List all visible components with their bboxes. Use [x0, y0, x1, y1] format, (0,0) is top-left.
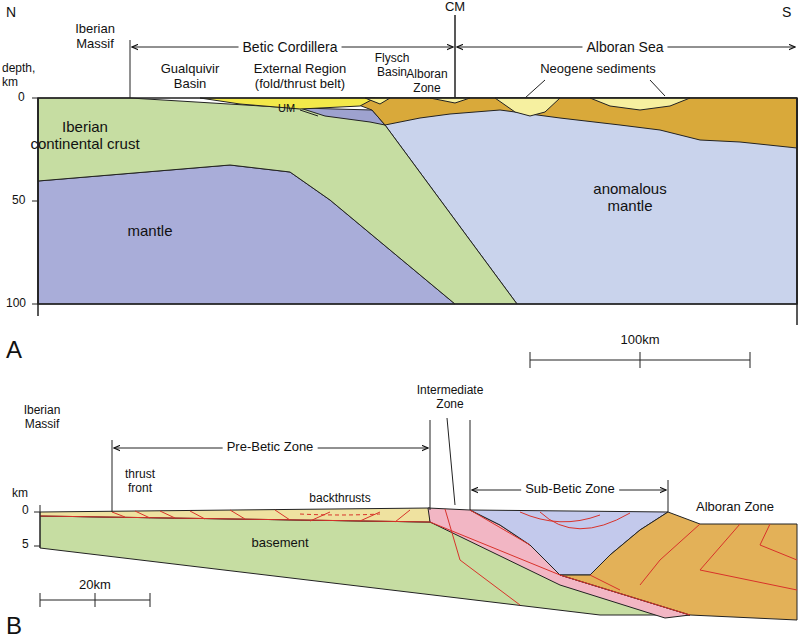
fault-lines — [40, 509, 797, 615]
region-label: CM — [441, 0, 469, 15]
panel-b — [34, 418, 797, 620]
region-label: Iberian Massif — [64, 22, 126, 52]
region-label: Betic Cordillera — [239, 39, 342, 55]
region-label: basement — [251, 536, 308, 551]
region-label: 50 — [12, 194, 25, 208]
region-label: mantle — [127, 222, 172, 239]
pre-betic-cover — [40, 508, 430, 522]
region-label: N — [6, 4, 16, 20]
region-label: 0 — [18, 91, 25, 105]
region-label: Sub-Betic Zone — [521, 482, 619, 497]
region-label: Intermediate Zone — [410, 384, 490, 412]
neogene-sediments — [590, 98, 690, 110]
flysch-basin — [365, 98, 390, 104]
region-label: 100 — [6, 297, 26, 311]
region-label: 5 — [22, 538, 29, 552]
region-label: thrust front — [115, 468, 165, 496]
region-label: anomalous mantle — [570, 180, 690, 215]
alboran-zone-crust — [340, 98, 797, 148]
region-label: Alboran Zone — [696, 500, 774, 515]
region-label: UM — [278, 102, 295, 115]
region-label: Alboran Sea — [582, 39, 667, 55]
region-label: 0 — [22, 504, 29, 518]
region-label: Neogene sediments — [540, 62, 656, 77]
region-label: Iberian continental crust — [30, 118, 140, 153]
neogene-sediments — [495, 98, 560, 116]
region-label: Alboran Zone — [402, 68, 452, 96]
iberian-crust — [38, 98, 517, 304]
region-label: 100km — [620, 333, 659, 348]
region-label: S — [782, 4, 791, 20]
region-label: External Region (fold/thrust belt) — [225, 62, 375, 92]
region-label: Gualquivir Basin — [155, 62, 225, 92]
region-label: Pre-Betic Zone — [223, 440, 318, 455]
alboran-zone-b — [560, 512, 797, 620]
region-label: B — [6, 612, 22, 640]
region-label: km — [12, 487, 28, 501]
region-label: Iberian Massif — [11, 404, 73, 432]
region-label: backthrusts — [309, 492, 370, 506]
region-label: 20km — [79, 578, 111, 593]
region-label: depth, km — [2, 62, 46, 90]
region-label: A — [6, 336, 22, 364]
panel-a — [32, 14, 797, 368]
